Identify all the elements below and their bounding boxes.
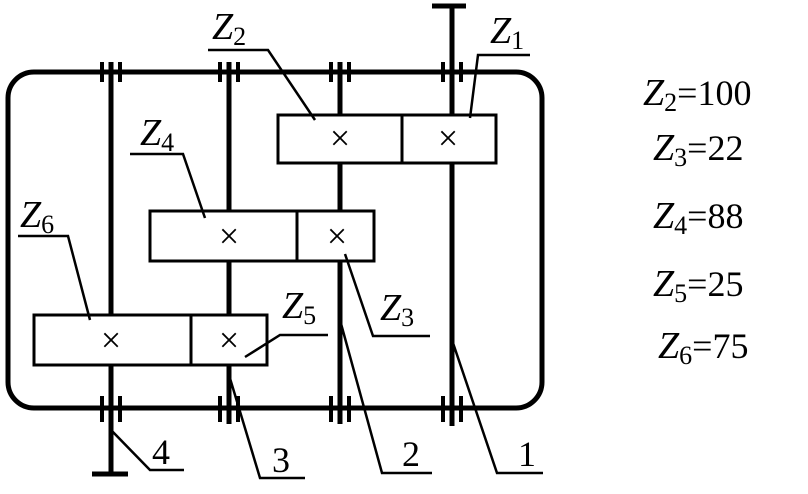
shaft-label-4: 4 (152, 432, 170, 472)
shaft-label-2: 2 (402, 434, 420, 474)
gear-z5-block (189, 313, 269, 367)
gear-z2-block (276, 113, 404, 165)
shaft-label-3: 3 (272, 440, 290, 480)
leader-z5 (244, 333, 328, 359)
gear-marks: × × × × × × (101, 118, 458, 360)
gear-z3-block (295, 209, 376, 263)
leader-shaft-2 (338, 319, 432, 475)
gear-label-z2: Z2 (212, 6, 246, 51)
bearings (100, 62, 463, 422)
leader-shaft-4 (110, 429, 184, 472)
gear-z3-mark: × (327, 216, 347, 256)
shaft-leaders (110, 319, 543, 480)
gear-label-z4: Z4 (140, 112, 174, 157)
gear-label-z5: Z5 (282, 285, 316, 330)
gear-leaders (18, 48, 530, 359)
shaft-label-1: 1 (518, 434, 536, 474)
gear-z4-block (148, 209, 299, 263)
teeth-list-item-z5: Z5=25 (653, 263, 743, 308)
teeth-list-item-z6: Z6=75 (658, 325, 748, 370)
teeth-list-item-z3: Z3=22 (653, 127, 743, 172)
gear-z1-block (400, 113, 498, 165)
gear-blocks (32, 113, 498, 367)
gear-z5-mark: × (219, 320, 239, 360)
leader-z1 (468, 53, 530, 119)
gear-label-z1: Z1 (490, 10, 524, 55)
gear-z6-mark: × (101, 320, 121, 360)
gear-label-z6: Z6 (20, 194, 54, 239)
gear-z4-mark: × (219, 216, 239, 256)
gear-z1-mark: × (438, 118, 458, 158)
teeth-list: Z2=100 Z3=22 Z4=88 Z5=25 Z6=75 (643, 72, 751, 370)
teeth-list-item-z4: Z4=88 (653, 195, 743, 240)
teeth-list-item-z2: Z2=100 (643, 72, 751, 117)
leader-z2 (208, 48, 317, 121)
gear-label-z3: Z3 (380, 287, 414, 332)
leader-z6 (18, 234, 92, 321)
leader-z4 (130, 152, 207, 219)
gear-z2-mark: × (330, 118, 350, 158)
leader-z3 (343, 253, 430, 338)
leader-shaft-3 (227, 374, 305, 480)
gearbox-housing (5, 69, 545, 411)
gear-z6-block (32, 313, 193, 367)
leader-shaft-1 (450, 339, 543, 475)
